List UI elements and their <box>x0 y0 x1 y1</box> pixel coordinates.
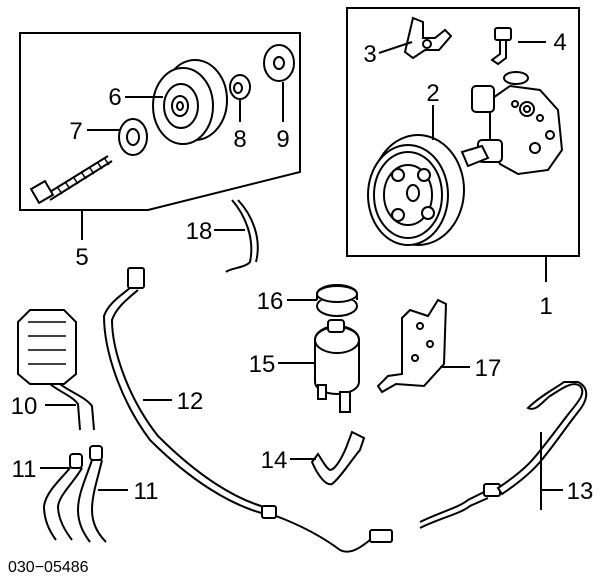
idler-bolt-part <box>29 155 113 205</box>
callout-6: 6 <box>108 84 121 111</box>
callout-4: 4 <box>553 29 566 56</box>
pump-pulley-part <box>367 134 465 246</box>
callout-16: 16 <box>257 288 284 315</box>
pump-bracket-part <box>403 16 453 60</box>
callout-11-left: 11 <box>12 456 37 483</box>
drive-belt-part <box>214 199 259 273</box>
pump-body-part <box>460 84 564 176</box>
callout-17: 17 <box>475 355 502 382</box>
reservoir-bracket-part <box>376 298 470 394</box>
callout-5: 5 <box>75 244 88 271</box>
callout-15: 15 <box>249 351 276 378</box>
callout-7: 7 <box>69 118 82 145</box>
spacer-part <box>229 74 251 100</box>
callout-1: 1 <box>539 293 552 320</box>
callout-12: 12 <box>177 388 204 415</box>
callout-13: 13 <box>567 478 594 505</box>
washer-part-7 <box>118 118 148 156</box>
washer-part-9 <box>263 44 295 82</box>
reservoir-cap-part <box>287 284 358 317</box>
reservoir-part <box>278 319 360 413</box>
cooler-hoses-part <box>40 445 128 543</box>
callout-3: 3 <box>363 41 376 68</box>
callout-11-right: 11 <box>134 478 159 505</box>
callout-18: 18 <box>186 218 213 245</box>
idler-kit-box <box>19 32 301 240</box>
pump-fitting-part <box>490 27 529 85</box>
callout-9: 9 <box>276 126 289 153</box>
idler-pulley-part <box>152 59 228 145</box>
pump-assembly-box <box>346 7 580 282</box>
pressure-hose-part <box>102 267 393 553</box>
return-line-part <box>419 381 588 529</box>
callout-8: 8 <box>233 126 246 153</box>
callout-2: 2 <box>426 80 439 107</box>
callout-14: 14 <box>261 447 288 474</box>
diagram-code: 030−05486 <box>8 559 89 576</box>
oil-cooler-part <box>17 309 95 431</box>
return-hose-part <box>290 430 366 486</box>
callout-10: 10 <box>11 393 38 420</box>
